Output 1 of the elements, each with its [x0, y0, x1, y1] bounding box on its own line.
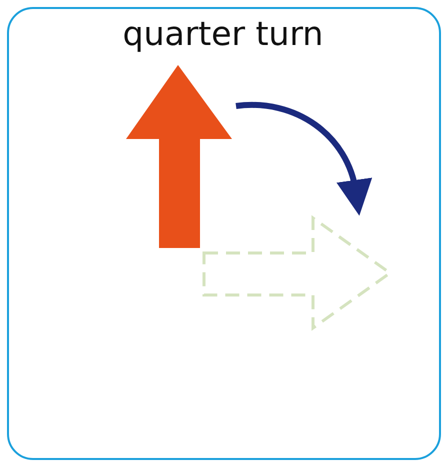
title-text: quarter turn [122, 14, 324, 54]
